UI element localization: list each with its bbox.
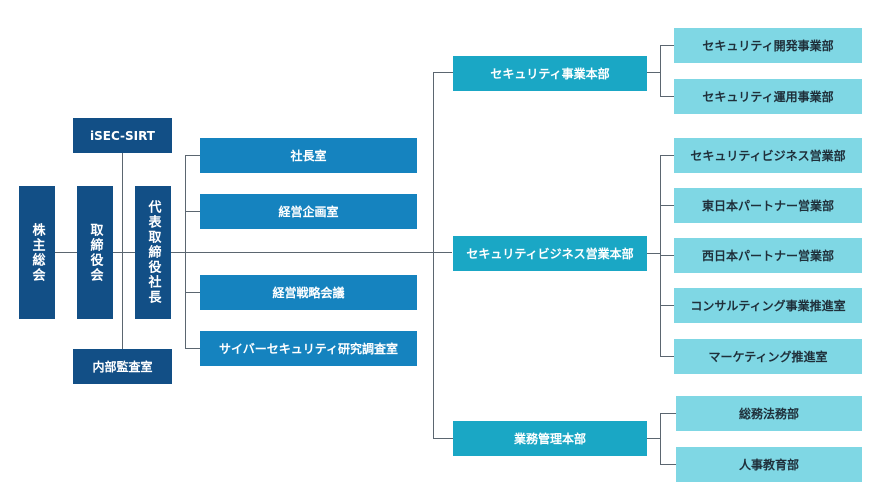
staff-vertical-line: [185, 155, 186, 348]
audit-box: 内部監査室: [73, 349, 172, 384]
dept-box-consulting: コンサルティング事業推進室: [674, 288, 862, 323]
div2-vertical: [660, 155, 661, 357]
staff-box-cyber-research: サイバーセキュリティ研究調査室: [200, 331, 417, 366]
sirt-box: iSEC-SIRT: [73, 118, 172, 153]
dept-box-security-business-sales: セキュリティビジネス営業部: [674, 138, 862, 173]
dept-box-security-operations: セキュリティ運用事業部: [674, 79, 862, 114]
staff-box-strategy-meeting: 経営戦略会議: [200, 275, 417, 310]
div2-tick-4: [660, 305, 674, 306]
board-box: 取締役会: [77, 186, 113, 319]
dept-box-security-development: セキュリティ開発事業部: [674, 28, 862, 63]
division-tick-3: [433, 438, 453, 439]
div3-tick-1: [660, 413, 676, 414]
staff-tick-1: [185, 155, 200, 156]
div2-tick-1: [660, 155, 674, 156]
main-horizontal-line: [54, 252, 452, 253]
div3-stub: [646, 438, 660, 439]
division-box-business-admin: 業務管理本部: [453, 421, 647, 456]
div1-tick-2: [660, 96, 674, 97]
dept-box-west-japan-partner: 西日本パートナー営業部: [674, 238, 862, 273]
division-tick-1: [433, 72, 453, 73]
div3-vertical: [660, 413, 661, 465]
staff-box-planning: 経営企画室: [200, 194, 417, 229]
sirt-audit-vertical-line: [122, 152, 123, 350]
dept-box-east-japan-partner: 東日本パートナー営業部: [674, 188, 862, 223]
staff-tick-3: [185, 292, 200, 293]
dept-box-general-legal: 総務法務部: [676, 396, 862, 431]
div3-tick-2: [660, 464, 676, 465]
shareholders-box: 株主総会: [19, 186, 55, 319]
division-box-security-sales: セキュリティビジネス営業本部: [453, 236, 647, 271]
div2-tick-2: [660, 205, 674, 206]
staff-tick-2: [185, 211, 200, 212]
division-vertical-line: [433, 72, 434, 439]
div2-tick-5: [660, 356, 674, 357]
dept-box-marketing: マーケティング推進室: [674, 339, 862, 374]
div1-vertical: [660, 45, 661, 96]
staff-box-president-office: 社長室: [200, 138, 417, 173]
staff-tick-4: [185, 348, 200, 349]
div2-stub: [646, 253, 660, 254]
division-box-security: セキュリティ事業本部: [453, 56, 647, 91]
dept-box-hr-education: 人事教育部: [676, 447, 862, 482]
div1-tick-1: [660, 45, 674, 46]
div2-tick-3: [660, 255, 674, 256]
president-box: 代表取締役社長: [135, 186, 171, 319]
div1-stub: [646, 72, 660, 73]
